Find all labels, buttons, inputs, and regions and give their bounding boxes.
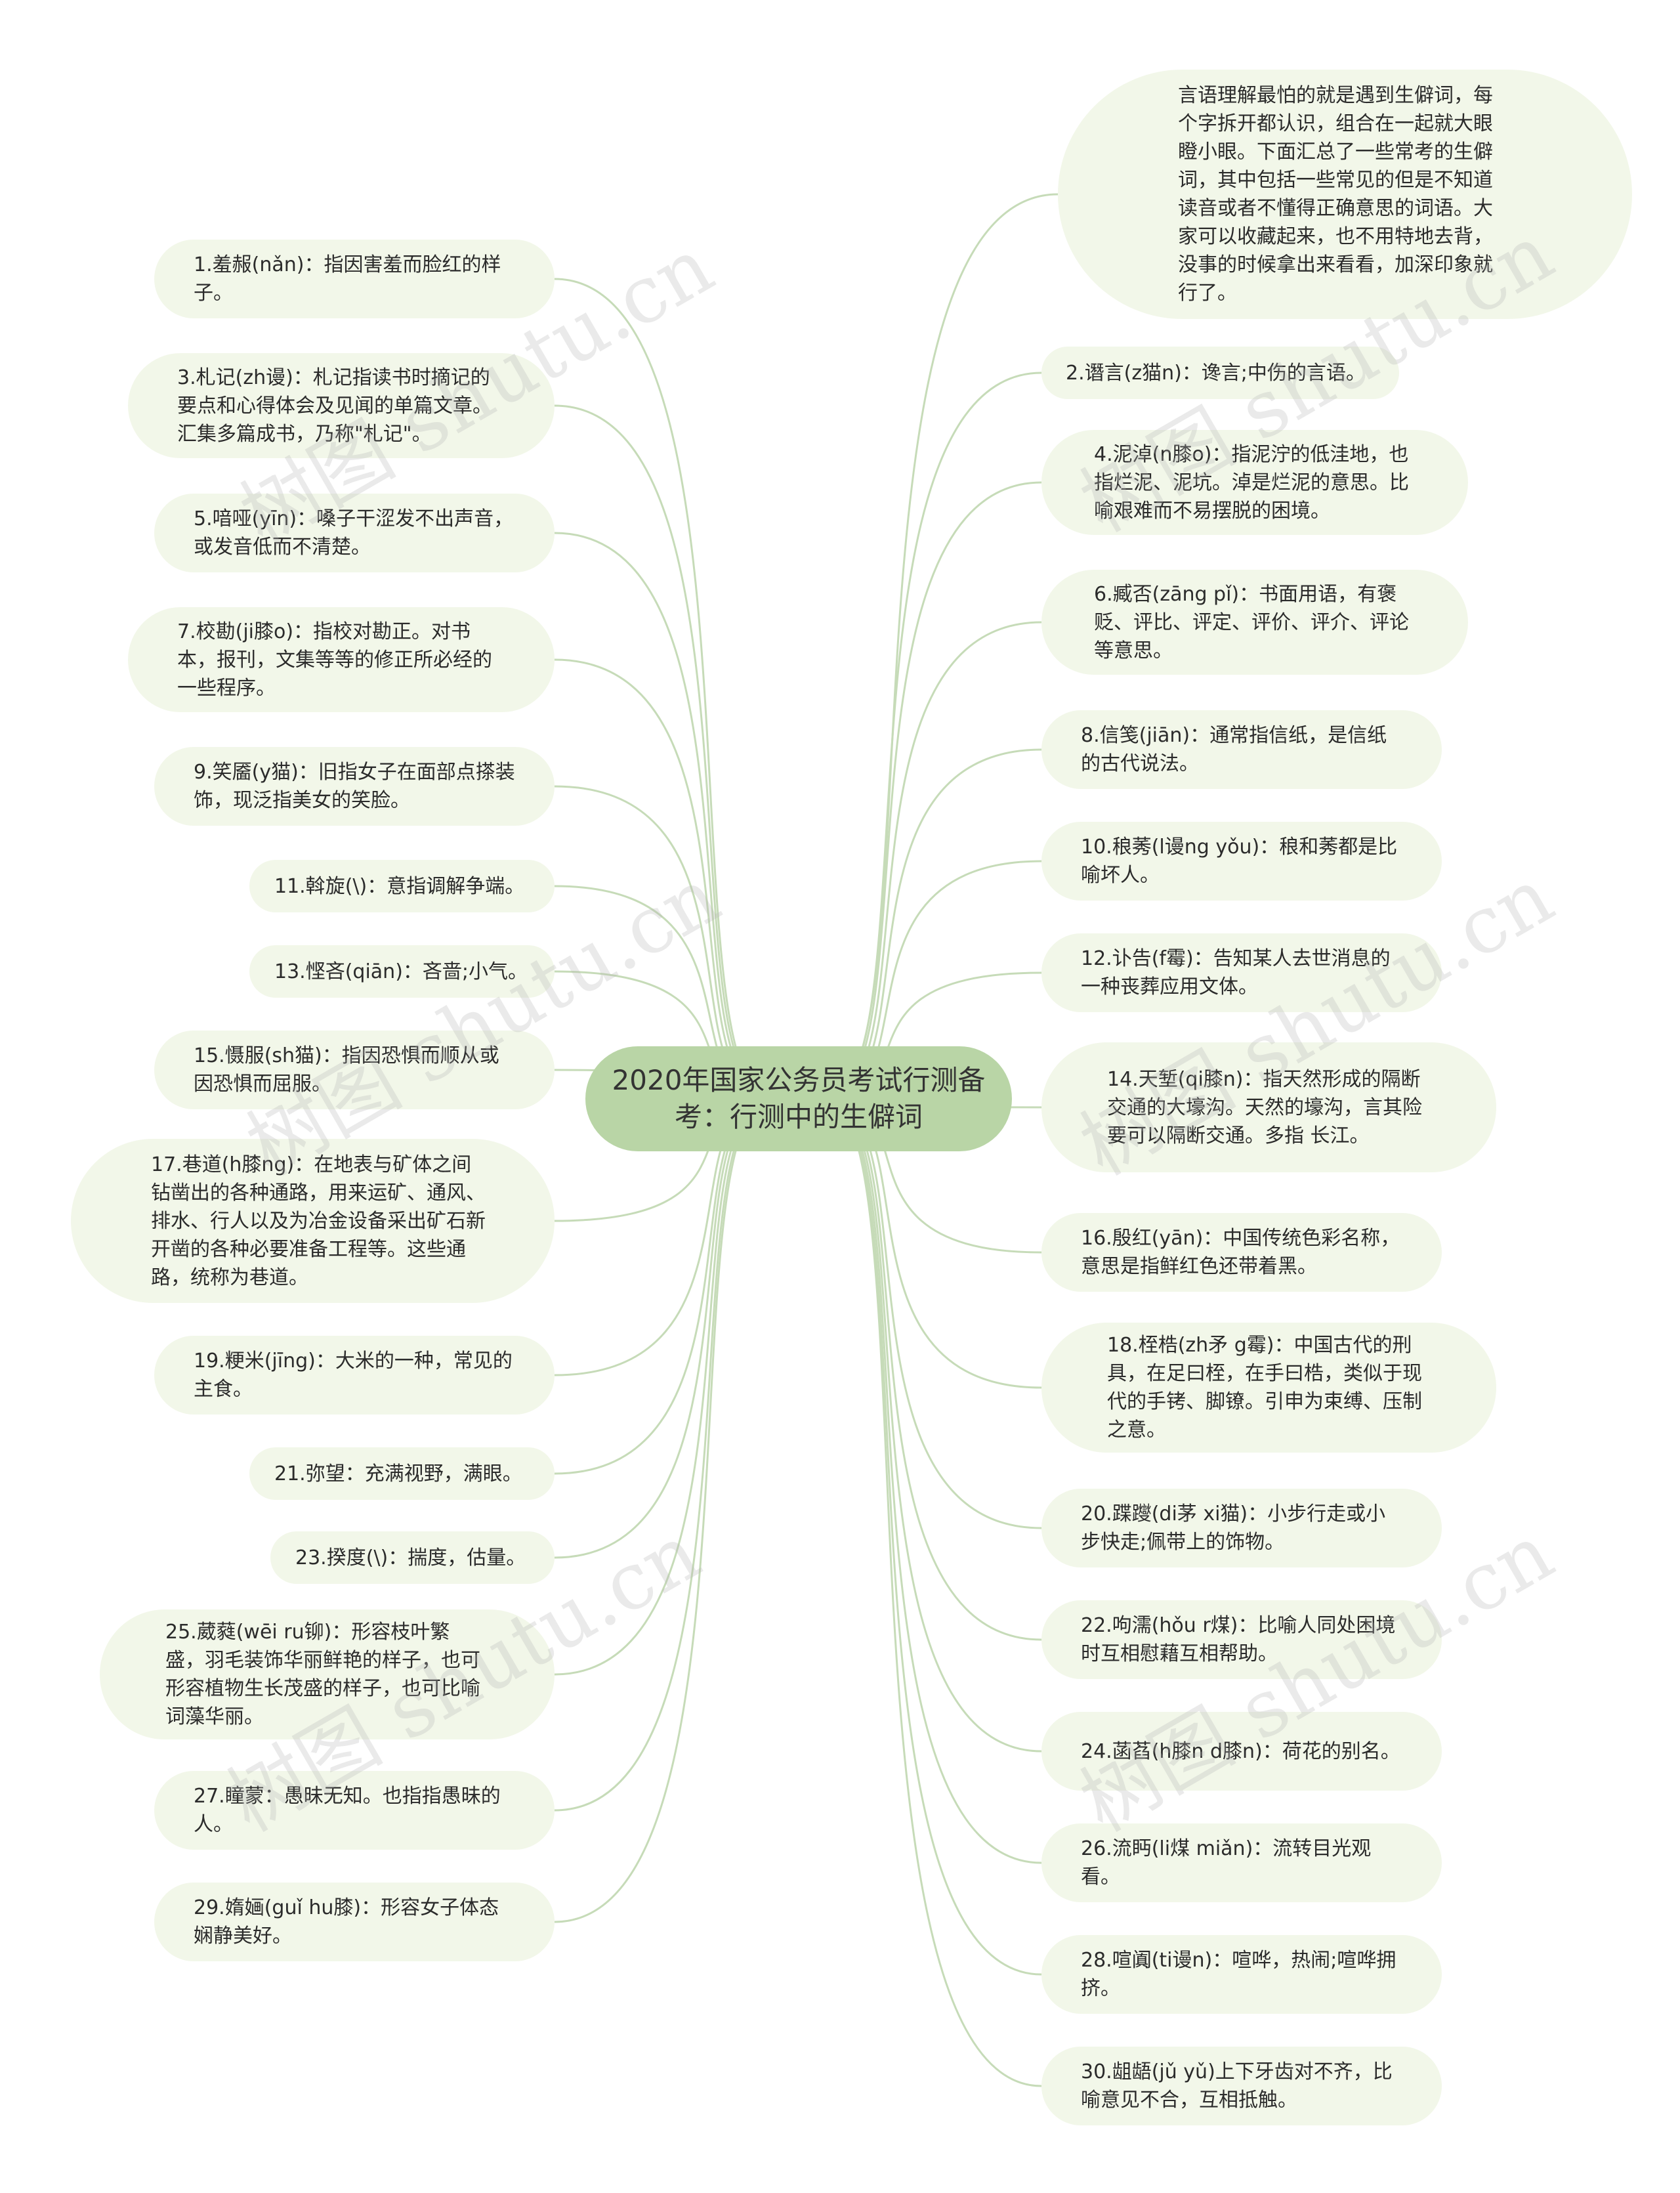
- right-node-text: 28.喧阗(ti谩n)：喧哗，热闹;喧哗拥挤。: [1081, 1949, 1396, 2000]
- link-curve: [824, 1097, 1042, 1641]
- left-node-23[interactable]: 23.揆度(\)：揣度，估量。: [270, 1531, 555, 1584]
- right-node-6[interactable]: 6.臧否(zāng pǐ)：书面用语，有褒贬、评比、评定、评价、评介、评论等意思…: [1041, 570, 1468, 675]
- left-node-1[interactable]: 1.羞赧(nǎn)：指因害羞而脸红的样子。: [154, 240, 555, 318]
- link-curve: [554, 1097, 773, 1559]
- link-curve: [824, 1097, 1042, 2087]
- right-node-text: 4.泥淖(n膝o)：指泥泞的低洼地，也指烂泥、泥坑。淖是烂泥的意思。比喻艰难而不…: [1094, 442, 1409, 522]
- right-node-4[interactable]: 4.泥淖(n膝o)：指泥泞的低洼地，也指烂泥、泥坑。淖是烂泥的意思。比喻艰难而不…: [1041, 430, 1468, 535]
- right-node-12[interactable]: 12.讣告(f霉)：告知某人去世消息的一种丧葬应用文体。: [1041, 933, 1442, 1012]
- right-node-text: 18.桎梏(zh矛 g霉)：中国古代的刑具，在足曰桎，在手曰梏，类似于现代的手铐…: [1107, 1334, 1422, 1441]
- right-node-text: 12.讣告(f霉)：告知某人去世消息的一种丧葬应用文体。: [1081, 947, 1391, 998]
- left-node-text: 23.揆度(\)：揣度，估量。: [295, 1546, 526, 1569]
- right-node-text: 20.蹀躞(di茅 xi猫)：小步行走或小步快走;佩带上的饰物。: [1081, 1502, 1386, 1554]
- intro-text: 言语理解最怕的就是遇到生僻词，每个字拆开都认识，组合在一起就大眼瞪小眼。下面汇总…: [1178, 84, 1493, 305]
- left-node-text: 1.羞赧(nǎn)：指因害羞而脸红的样子。: [194, 253, 501, 305]
- right-node-8[interactable]: 8.信笺(jiān)：通常指信纸，是信纸的古代说法。: [1041, 710, 1442, 789]
- link-curve: [554, 404, 773, 1100]
- right-node-text: 2.谮言(z猫n)：谗言;中伤的言语。: [1066, 361, 1366, 385]
- link-curve: [554, 1097, 773, 1923]
- left-node-5[interactable]: 5.喑哑(yīn)：嗓子干涩发不出声音，或发音低而不清楚。: [154, 494, 555, 572]
- left-node-15[interactable]: 15.慑服(sh猫)：指因恐惧而顺从或因恐惧而屈服。: [154, 1031, 555, 1109]
- intro-node[interactable]: 言语理解最怕的就是遇到生僻词，每个字拆开都认识，组合在一起就大眼瞪小眼。下面汇总…: [1058, 70, 1632, 319]
- right-node-24[interactable]: 24.菡萏(h膝n d膝n)：荷花的别名。: [1041, 1712, 1442, 1791]
- left-node-19[interactable]: 19.粳米(jīng)：大米的一种，常见的主食。: [154, 1336, 555, 1415]
- right-node-26[interactable]: 26.流眄(li煤 miǎn)：流转目光观看。: [1041, 1823, 1442, 1902]
- right-node-10[interactable]: 10.稂莠(l谩ng yǒu)：稂和莠都是比喻坏人。: [1041, 822, 1442, 901]
- right-node-text: 24.菡萏(h膝n d膝n)：荷花的别名。: [1081, 1739, 1400, 1763]
- left-node-9[interactable]: 9.笑靥(y猫)：旧指女子在面部点搽装饰，现泛指美女的笑脸。: [154, 747, 555, 826]
- link-curve: [554, 1097, 773, 1812]
- left-node-text: 11.斡旋(\)：意指调解争端。: [274, 874, 525, 898]
- right-node-28[interactable]: 28.喧阗(ti谩n)：喧哗，热闹;喧哗拥挤。: [1041, 1935, 1442, 2014]
- link-curve: [824, 193, 1059, 1100]
- right-node-text: 8.信笺(jiān)：通常指信纸，是信纸的古代说法。: [1081, 724, 1387, 775]
- left-node-3[interactable]: 3.札记(zh谩)：札记指读书时摘记的要点和心得体会及见闻的单篇文章。汇集多篇成…: [128, 353, 555, 458]
- link-curve: [554, 658, 773, 1100]
- right-node-text: 16.殷红(yān)：中国传统色彩名称，意思是指鲜红色还带着黑。: [1081, 1227, 1400, 1278]
- left-node-text: 15.慑服(sh猫)：指因恐惧而顺从或因恐惧而屈服。: [194, 1044, 499, 1096]
- left-node-21[interactable]: 21.弥望：充满视野，满眼。: [249, 1447, 555, 1500]
- left-node-text: 19.粳米(jīng)：大米的一种，常见的主食。: [194, 1350, 513, 1401]
- center-topic[interactable]: 2020年国家公务员考试行测备考：行测中的生僻词: [585, 1046, 1012, 1151]
- left-node-text: 7.校勘(ji膝o)：指校对勘正。对书本，报刊，文集等等的修正所必经的一些程序。: [177, 620, 492, 700]
- link-curve: [554, 1097, 773, 1475]
- right-node-text: 26.流眄(li煤 miǎn)：流转目光观看。: [1081, 1837, 1372, 1888]
- link-curve: [554, 278, 773, 1100]
- link-curve: [824, 621, 1042, 1100]
- left-node-text: 29.媠婳(guǐ hu膝)：形容女子体态娴静美好。: [194, 1896, 499, 1948]
- left-node-17[interactable]: 17.巷道(h膝ng)：在地表与矿体之间钻凿出的各种通路，用来运矿、通风、排水、…: [71, 1139, 555, 1303]
- right-node-2[interactable]: 2.谮言(z猫n)：谗言;中伤的言语。: [1041, 347, 1399, 399]
- right-node-16[interactable]: 16.殷红(yān)：中国传统色彩名称，意思是指鲜红色还带着黑。: [1041, 1213, 1442, 1292]
- left-node-27[interactable]: 27.瞳蒙：愚昧无知。也指指愚昧的人。: [154, 1771, 555, 1850]
- right-node-20[interactable]: 20.蹀躞(di茅 xi猫)：小步行走或小步快走;佩带上的饰物。: [1041, 1489, 1442, 1567]
- right-node-text: 6.臧否(zāng pǐ)：书面用语，有褒贬、评比、评定、评价、评介、评论等意思…: [1094, 582, 1409, 662]
- left-node-7[interactable]: 7.校勘(ji膝o)：指校对勘正。对书本，报刊，文集等等的修正所必经的一些程序。: [128, 607, 555, 712]
- link-curve: [824, 1097, 1042, 1864]
- right-node-text: 10.稂莠(l谩ng yǒu)：稂和莠都是比喻坏人。: [1081, 836, 1398, 887]
- right-node-text: 14.天堑(qi膝n)：指天然形成的隔断交通的大壕沟。天然的壕沟，言其险要可以隔…: [1107, 1067, 1422, 1147]
- link-curve: [824, 372, 1042, 1100]
- link-curve: [554, 1097, 773, 1676]
- left-node-text: 5.喑哑(yīn)：嗓子干涩发不出声音，或发音低而不清楚。: [194, 507, 514, 559]
- right-node-text: 22.呴濡(hǒu r煤)：比喻人同处困境时互相慰藉互相帮助。: [1081, 1614, 1396, 1665]
- right-node-18[interactable]: 18.桎梏(zh矛 g霉)：中国古代的刑具，在足曰桎，在手曰梏，类似于现代的手铐…: [1041, 1323, 1496, 1453]
- left-node-text: 17.巷道(h膝ng)：在地表与矿体之间钻凿出的各种通路，用来运矿、通风、排水、…: [151, 1153, 486, 1289]
- right-node-text: 30.龃龉(jǔ yǔ)上下牙齿对不齐，比喻意见不合，互相抵触。: [1081, 2060, 1393, 2112]
- left-node-29[interactable]: 29.媠婳(guǐ hu膝)：形容女子体态娴静美好。: [154, 1883, 555, 1961]
- left-node-text: 3.札记(zh谩)：札记指读书时摘记的要点和心得体会及见闻的单篇文章。汇集多篇成…: [177, 366, 492, 446]
- right-node-22[interactable]: 22.呴濡(hǒu r煤)：比喻人同处困境时互相慰藉互相帮助。: [1041, 1600, 1442, 1679]
- left-node-text: 25.葳蕤(wēi ru铆)：形容枝叶繁盛，羽毛装饰华丽鲜艳的样子，也可形容植物…: [165, 1621, 480, 1728]
- right-node-14[interactable]: 14.天堑(qi膝n)：指天然形成的隔断交通的大壕沟。天然的壕沟，言其险要可以隔…: [1041, 1042, 1496, 1172]
- left-node-text: 13.悭吝(qiān)：吝啬;小气。: [274, 960, 528, 983]
- link-curve: [824, 1097, 1042, 1529]
- link-curve: [824, 1097, 1042, 1976]
- left-node-25[interactable]: 25.葳蕤(wēi ru铆)：形容枝叶繁盛，羽毛装饰华丽鲜艳的样子，也可形容植物…: [100, 1609, 555, 1739]
- link-curve: [824, 481, 1042, 1100]
- left-node-text: 27.瞳蒙：愚昧无知。也指指愚昧的人。: [194, 1785, 501, 1836]
- center-topic-text: 2020年国家公务员考试行测备考：行测中的生僻词: [612, 1064, 986, 1133]
- left-node-11[interactable]: 11.斡旋(\)：意指调解争端。: [249, 860, 555, 912]
- left-node-text: 9.笑靥(y猫)：旧指女子在面部点搽装饰，现泛指美女的笑脸。: [194, 761, 515, 812]
- link-curve: [554, 532, 773, 1100]
- left-node-13[interactable]: 13.悭吝(qiān)：吝啬;小气。: [249, 945, 555, 998]
- left-node-text: 21.弥望：充满视野，满眼。: [274, 1462, 522, 1485]
- right-node-30[interactable]: 30.龃龉(jǔ yǔ)上下牙齿对不齐，比喻意见不合，互相抵触。: [1041, 2047, 1442, 2125]
- link-curve: [824, 1097, 1042, 1753]
